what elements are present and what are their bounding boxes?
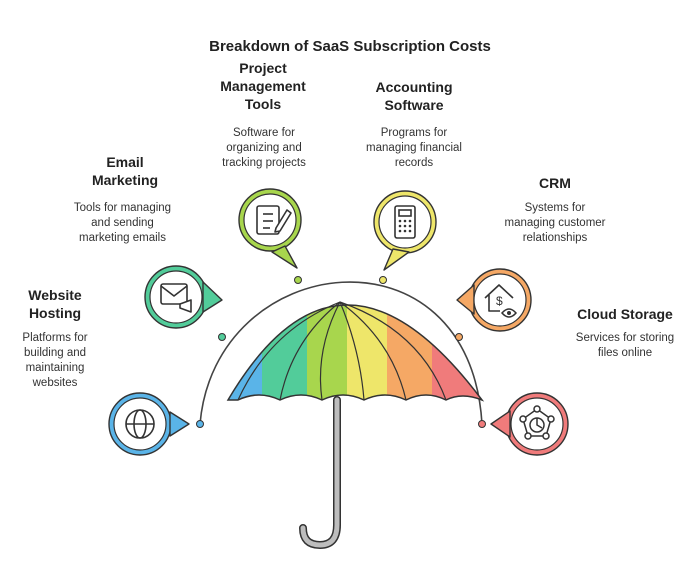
cloud-network-icon bbox=[519, 405, 555, 440]
arc-node-project bbox=[294, 276, 302, 284]
umbrella-ribs bbox=[237, 301, 447, 401]
arc-node-accounting bbox=[379, 276, 387, 284]
desc-website: Platforms for building and maintaining w… bbox=[22, 332, 88, 389]
bubble-email bbox=[144, 265, 223, 329]
desc-cloud: Services for storing files online bbox=[575, 332, 675, 359]
timeline-arc bbox=[199, 281, 483, 425]
umbrella-canopy bbox=[228, 305, 482, 400]
bubble-crm bbox=[456, 268, 532, 332]
diagram-title: Breakdown of SaaS Subscription Costs bbox=[209, 38, 491, 55]
house-dollar-eye-icon: $ bbox=[484, 284, 517, 318]
desc-accounting: Programs for managing financial records bbox=[366, 127, 462, 169]
arc-node-website bbox=[196, 420, 204, 428]
label-email: Email Marketing bbox=[91, 154, 159, 188]
checklist-pencil-icon bbox=[256, 205, 292, 235]
megaphone-envelope-icon bbox=[160, 283, 192, 313]
desc-email: Tools for managing and sending marketing… bbox=[73, 202, 172, 244]
label-cloud: Cloud Storage bbox=[577, 306, 673, 322]
arc-node-email bbox=[218, 333, 226, 341]
label-project: Project Management Tools bbox=[220, 60, 306, 112]
desc-project: Software for organizing and tracking pro… bbox=[222, 127, 306, 169]
label-website: Website Hosting bbox=[28, 287, 82, 321]
label-crm: CRM bbox=[539, 175, 571, 191]
desc-crm: Systems for managing customer relationsh… bbox=[504, 202, 606, 244]
globe-icon bbox=[125, 409, 155, 439]
calculator-icon bbox=[394, 205, 416, 239]
umbrella-handle bbox=[299, 396, 341, 550]
bubble-website bbox=[108, 392, 190, 456]
label-accounting: Accounting Software bbox=[375, 79, 453, 113]
arc-node-cloud bbox=[478, 420, 486, 428]
svg-text:$: $ bbox=[496, 294, 503, 308]
arc-node-crm bbox=[455, 333, 463, 341]
